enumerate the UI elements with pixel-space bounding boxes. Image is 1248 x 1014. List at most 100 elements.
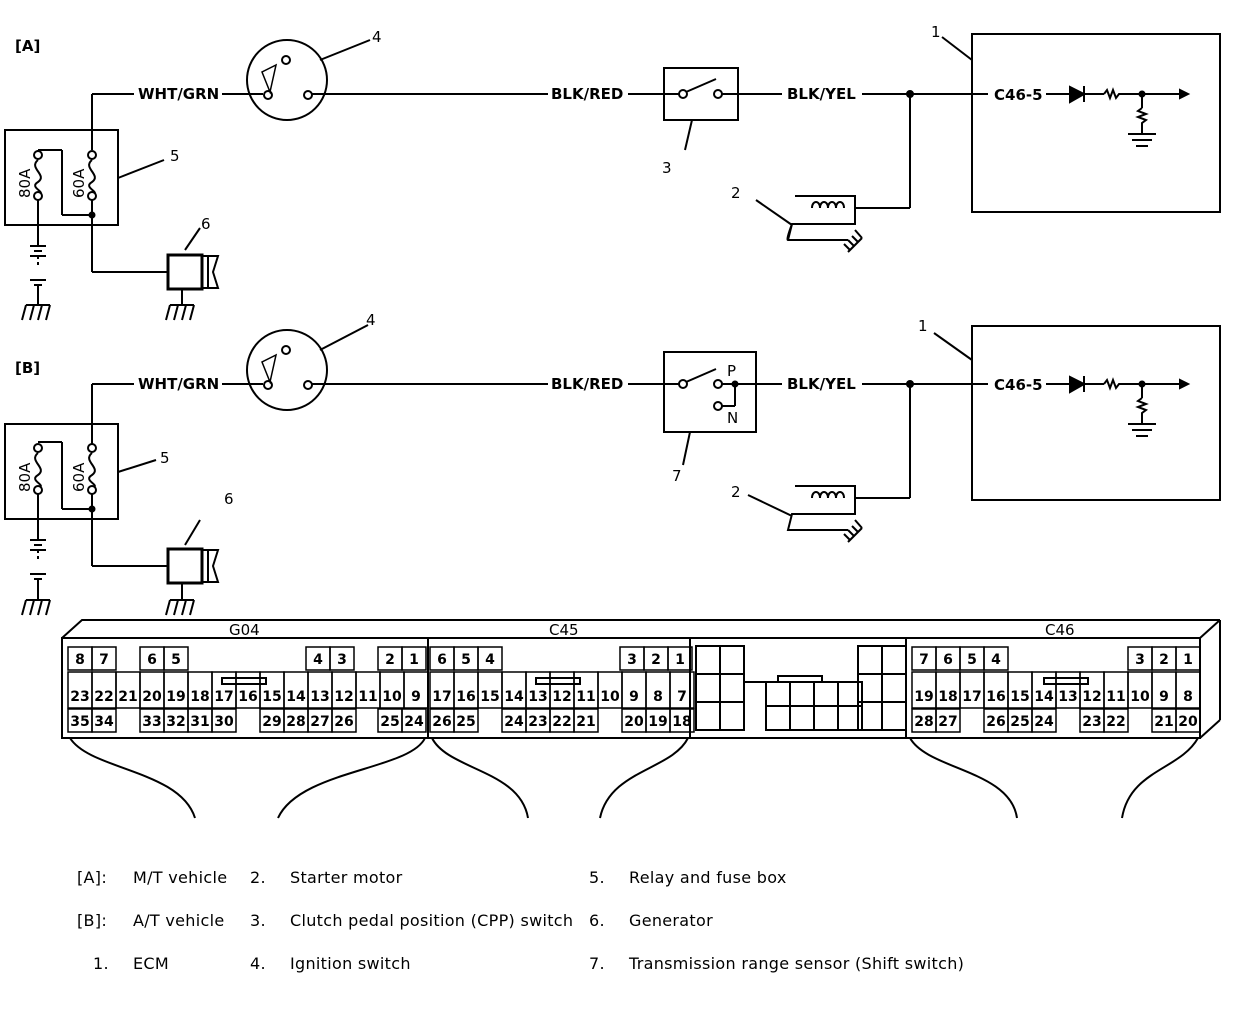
pin-label-g04-33: 33 (142, 714, 161, 730)
pin-label-c46-3: 3 (1135, 652, 1145, 668)
fuse-60a-label: 60A (70, 168, 88, 198)
pin-label-c45-12: 12 (552, 689, 571, 705)
pin-label-c45-18: 18 (672, 714, 691, 730)
legend-text-2: Starter motor (290, 868, 403, 887)
pin-label-g04-25: 25 (380, 714, 399, 730)
pin-label-c46-23: 23 (1082, 714, 1101, 730)
pin-label-g04-13: 13 (310, 689, 329, 705)
pin-label-c45-3: 3 (627, 652, 637, 668)
pin-label-g04-30: 30 (214, 714, 234, 730)
pin-label-c45-16: 16 (456, 689, 475, 705)
pin-label-g04-8: 8 (75, 652, 85, 668)
pin-label-c45-20: 20 (624, 714, 644, 730)
callout-7-b: 7 (672, 467, 682, 485)
pin-label-g04-17: 17 (214, 689, 233, 705)
legend-key-2: 2. (250, 868, 266, 887)
pin-cell (211, 708, 237, 733)
pin-label-c46-28: 28 (914, 714, 933, 730)
pin-label-c45-15: 15 (480, 689, 499, 705)
pin-cell (1103, 708, 1129, 733)
pin-label-g04-28: 28 (286, 714, 305, 730)
callout-1-a: 1 (931, 23, 941, 41)
legend-text-7: Transmission range sensor (Shift switch) (629, 954, 965, 973)
pin-label-c45-25: 25 (456, 714, 475, 730)
legend-key-4: 4. (250, 954, 266, 973)
pin-label-g04-5: 5 (171, 652, 181, 668)
section-b: [B] 80A 60A (4, 311, 1221, 616)
pin-cell (403, 671, 429, 709)
pin-label-c46-17: 17 (962, 689, 981, 705)
callout-3-a: 3 (662, 159, 672, 177)
legend-text-6: Generator (629, 911, 713, 930)
pin-cell (573, 708, 599, 733)
transmission-range-sensor (663, 351, 757, 433)
callout-5-b: 5 (160, 449, 170, 467)
switch-p-label: P (727, 362, 736, 380)
pin-label-c46-25: 25 (1010, 714, 1029, 730)
pin-cell (1175, 708, 1201, 733)
pin-label-c45-10: 10 (600, 689, 620, 705)
wire-blk-yel-a: BLK/YEL (787, 85, 856, 103)
pin-label-c45-22: 22 (552, 714, 571, 730)
legend-key-a: [A]: (77, 868, 108, 887)
section-a: [A] 80A 60A (4, 23, 1221, 321)
pin-label-c45-24: 24 (504, 714, 524, 730)
pin-label-c46-15: 15 (1010, 689, 1029, 705)
pin-label-g04-7: 7 (99, 652, 109, 668)
pin-label-c46-22: 22 (1106, 714, 1125, 730)
legend-key-3: 3. (250, 911, 266, 930)
pin-label-g04-23: 23 (70, 689, 89, 705)
pin-cell (935, 708, 961, 733)
pin-label-g04-19: 19 (166, 689, 185, 705)
legend: [A]: M/T vehicle [B]: A/T vehicle 1. ECM… (0, 860, 1248, 1010)
pin-label-c46-11: 11 (1106, 689, 1125, 705)
ecm-connectors (61, 619, 1221, 819)
wire-blk-red-a: BLK/RED (551, 85, 623, 103)
pin-label-g04-15: 15 (262, 689, 281, 705)
legend-key-5: 5. (589, 868, 605, 887)
pin-cell (401, 646, 427, 671)
pin-label-g04-11: 11 (358, 689, 377, 705)
section-a-tag: [A] (15, 37, 40, 55)
pin-label-c46-19: 19 (914, 689, 933, 705)
pin-label-c45-9: 9 (629, 689, 639, 705)
pin-label-c46-13: 13 (1058, 689, 1077, 705)
pin-cell (401, 708, 427, 733)
pin-label-c46-14: 14 (1034, 689, 1054, 705)
ecm (971, 33, 1221, 213)
pin-label-c46-2: 2 (1159, 652, 1169, 668)
pin-cell (91, 646, 117, 671)
pin-label-g04-18: 18 (190, 689, 209, 705)
pin-label-g04-29: 29 (262, 714, 281, 730)
pin-label-c46-1: 1 (1183, 652, 1193, 668)
pin-label-g04-34: 34 (94, 714, 114, 730)
pin-label-c45-26: 26 (432, 714, 451, 730)
wire-blk-red-b: BLK/RED (551, 375, 623, 393)
pin-label-g04-14: 14 (286, 689, 306, 705)
pin-cell (91, 708, 117, 733)
pin-label-c45-2: 2 (651, 652, 661, 668)
pin-label-c45-5: 5 (461, 652, 471, 668)
pin-label-g04-12: 12 (334, 689, 353, 705)
pin-cell (983, 646, 1009, 671)
connector-g04-label: G04 (229, 621, 260, 639)
pin-label-c46-20: 20 (1178, 714, 1198, 730)
legend-text-b: A/T vehicle (133, 911, 225, 930)
pin-cell (1175, 646, 1201, 671)
generator (166, 253, 204, 291)
pin-cell (477, 646, 503, 671)
pin-label-c45-1: 1 (675, 652, 685, 668)
pin-cell (669, 708, 695, 733)
legend-text-1: ECM (133, 954, 169, 973)
connector-c45-label: C45 (549, 621, 579, 639)
legend-key-7: 7. (589, 954, 605, 973)
generator (166, 547, 204, 585)
pin-cell (329, 646, 355, 671)
pin-label-c45-14: 14 (504, 689, 524, 705)
pin-label-c46-4: 4 (991, 652, 1001, 668)
starter-motor (786, 485, 856, 531)
callout-1-b: 1 (918, 317, 928, 335)
pin-label-c45-6: 6 (437, 652, 447, 668)
pin-cell (453, 708, 479, 733)
